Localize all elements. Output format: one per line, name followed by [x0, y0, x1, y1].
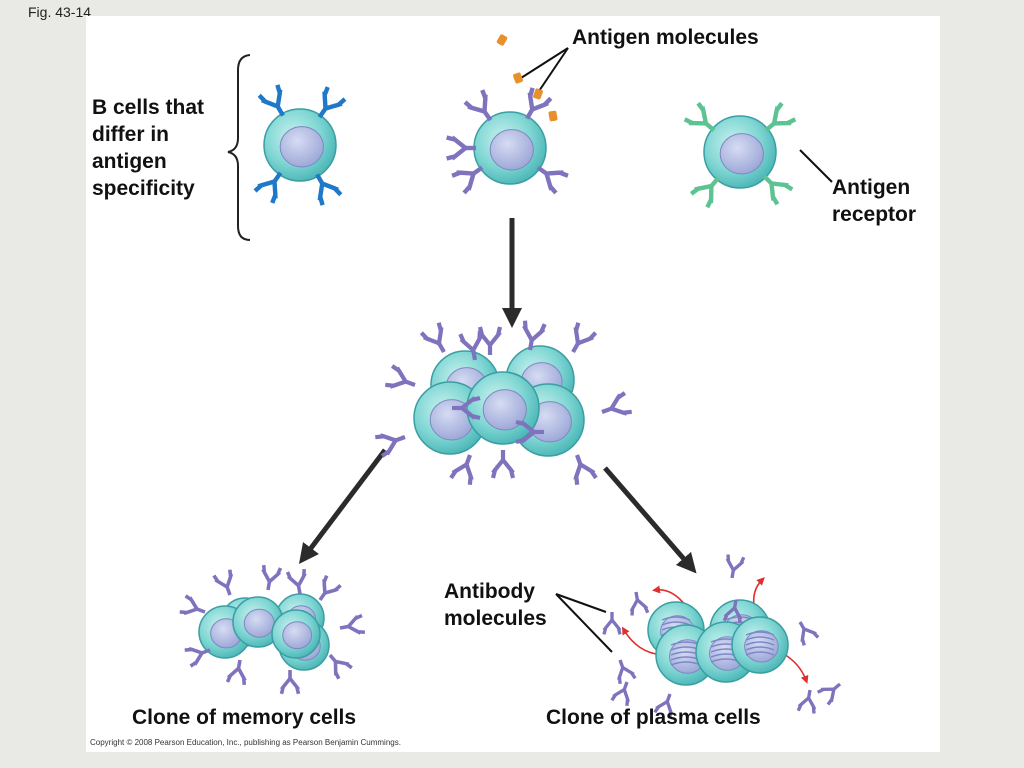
memory-receptor-10	[285, 568, 307, 595]
b-cells-brace	[227, 54, 251, 241]
clone-receptor-5	[375, 433, 406, 458]
green-receptor-4	[689, 176, 720, 209]
antibody-molecules-label: Antibody molecules	[444, 580, 547, 630]
memory-receptor-5	[339, 613, 366, 635]
arrow-to-memory	[298, 448, 387, 564]
antigen-1	[496, 34, 508, 46]
antibody-molecule-3	[617, 659, 637, 684]
clone-receptor-12	[515, 419, 544, 445]
b-cell-blue	[263, 108, 337, 182]
blue-receptor-2	[317, 86, 347, 119]
plasma-clone-label: Clone of plasma cells	[546, 706, 761, 729]
purple-receptor-5	[446, 135, 476, 161]
antigen-label-lines	[520, 47, 569, 98]
b-cell-green	[703, 115, 777, 189]
clone-receptor-6	[449, 454, 474, 485]
antibody-molecule-4	[610, 681, 630, 706]
free-antibody-layer	[602, 554, 842, 718]
antibody-molecule-7	[798, 621, 820, 646]
purple-receptor-4	[451, 165, 484, 195]
green-receptor-3	[762, 174, 794, 206]
memory-receptor-8	[279, 670, 301, 695]
purple-receptor-1	[463, 89, 493, 122]
memory-cell-6	[271, 609, 321, 659]
antigen-receptor-line	[799, 149, 833, 183]
memory-receptor-6	[184, 646, 211, 668]
blue-receptor-4	[253, 171, 283, 204]
antigen-molecules-label: Antigen molecules	[572, 26, 759, 49]
memory-receptor-2	[261, 564, 283, 591]
antigen-2	[513, 72, 523, 84]
memory-receptor-1	[212, 569, 234, 596]
memory-receptor-7	[225, 659, 247, 686]
figure-label: Fig. 43-14	[28, 4, 92, 20]
plasma-cell-5	[731, 616, 789, 674]
antigen-4	[548, 110, 558, 122]
copyright-notice: Copyright © 2008 Pearson Education, Inc.…	[90, 738, 401, 747]
flow-arrows	[298, 218, 697, 574]
blue-receptor-1	[257, 84, 285, 117]
arrow-to-plasma	[603, 466, 697, 574]
antibody-molecule-1	[602, 612, 622, 635]
green-receptor-1	[683, 101, 716, 132]
green-receptor-2	[764, 101, 797, 132]
clone-receptor-10	[522, 320, 547, 351]
purple-receptor-2	[525, 87, 553, 120]
antibody-molecule-10	[653, 693, 673, 718]
clone-cell-5	[466, 371, 540, 445]
clone-receptor-9	[477, 326, 503, 355]
clone-receptor-4	[601, 391, 632, 416]
antibody-label-lines	[555, 593, 613, 653]
antibody-molecule-9	[816, 682, 842, 706]
memory-clone-label: Clone of memory cells	[132, 706, 357, 729]
clone-receptor-2	[571, 322, 598, 354]
antibody-molecule-2	[629, 591, 650, 616]
antigen-receptor-label: Antigen receptor	[832, 176, 917, 226]
purple-receptor-3	[536, 165, 569, 195]
antibody-molecule-5	[725, 554, 746, 579]
antibody-molecule-6	[722, 599, 743, 624]
clone-receptor-8	[573, 454, 598, 485]
memory-receptor-3	[318, 574, 342, 602]
receptors-layer	[179, 84, 797, 695]
clone-receptor-7	[490, 450, 516, 479]
b-cell-purple	[473, 111, 547, 185]
antibody-molecule-8	[796, 689, 817, 714]
clone-receptor-13	[458, 330, 483, 361]
cells-layer	[198, 108, 789, 686]
antigen-layer	[496, 34, 558, 122]
clone-receptor-11	[452, 395, 481, 421]
antigen-3	[533, 88, 543, 100]
memory-receptor-4	[179, 594, 206, 616]
clone-receptor-3	[385, 364, 416, 389]
b-cells-label: B cells that differ in antigen specifici…	[92, 96, 205, 200]
memory-receptor-9	[328, 653, 353, 680]
blue-receptor-3	[315, 173, 343, 206]
clone-receptor-1	[419, 322, 446, 354]
